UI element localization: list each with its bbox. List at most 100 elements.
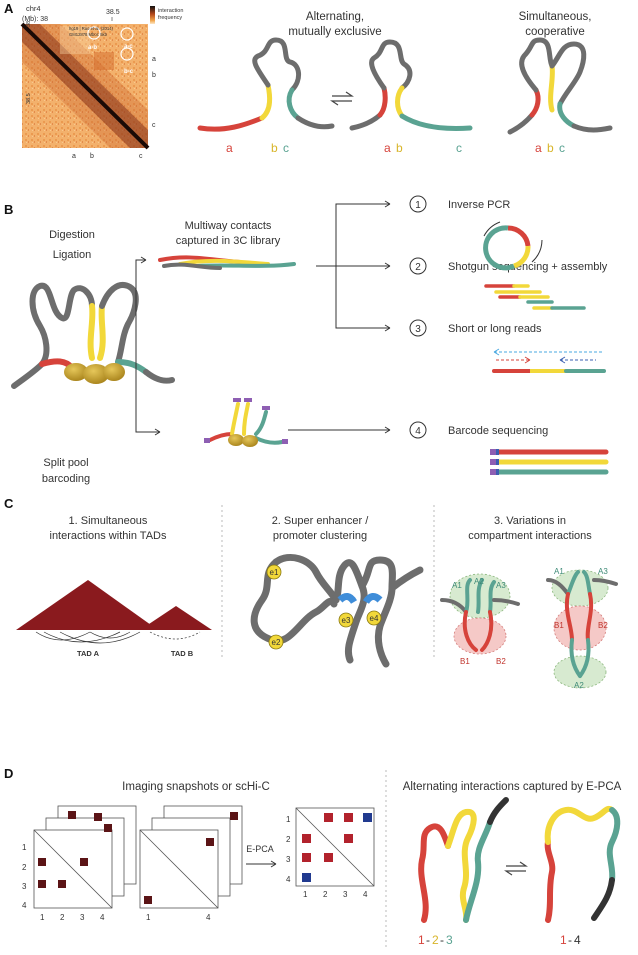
comp1-A1: A1 [452, 581, 462, 590]
strand-label-b-2: b [396, 141, 403, 155]
simultaneous-title-2: cooperative [525, 26, 584, 38]
comp1-B1: B1 [460, 657, 470, 666]
multiway-label-2: captured in 3C library [176, 235, 281, 247]
method-2-label: Shotgun sequencing + assembly [448, 261, 608, 273]
epca-matrix [295, 807, 375, 887]
circle-a-b [87, 26, 101, 40]
epca-label: E-PCA [246, 844, 274, 854]
c3-title-2: compartment interactions [468, 530, 592, 542]
panel-label-d: D [4, 766, 13, 781]
heatmap-right-a: a [152, 56, 156, 63]
tad-a-triangle [16, 580, 158, 630]
d3-xtick-1: 1 [303, 890, 308, 899]
d1-ytick-2: 2 [22, 863, 27, 872]
chromatin-alternating-2 [349, 39, 473, 131]
strand-label-a-2: a [384, 141, 391, 155]
d-right-label-dash: - [568, 933, 572, 947]
chromatin-alternating-1 [197, 37, 335, 132]
tad-a-label: TAD A [77, 649, 100, 658]
enhancer-e2-label: e2 [272, 638, 281, 647]
d3-ytick-4: 4 [286, 875, 291, 884]
circle-b-c [120, 47, 134, 61]
heatmap-label-bc: b-c [124, 69, 134, 75]
alternating-title-2: mutually exclusive [288, 26, 381, 38]
split-pool-complex [204, 398, 288, 447]
comp1-B2: B2 [496, 657, 506, 666]
panel-label-a: A [4, 1, 14, 16]
heatmap-bottom-c: c [139, 153, 143, 160]
d1-xtick-4: 4 [100, 913, 105, 922]
method-4-number: 4 [415, 426, 421, 437]
d1-ytick-1: 1 [22, 843, 27, 852]
matrix-stack-1 [33, 805, 137, 909]
simultaneous-title-1: Simultaneous, [519, 11, 592, 23]
d3-xtick-3: 3 [343, 890, 348, 899]
c3-title-1: 3. Variations in [494, 515, 566, 527]
c1-title-1: 1. Simultaneous [69, 515, 148, 527]
compartment-chromatin-2 [546, 570, 618, 678]
protein-complex [64, 363, 125, 384]
comp2-B1: B1 [554, 621, 564, 630]
d-left-label-2: 2 [432, 933, 439, 947]
comp2-B2: B2 [598, 621, 608, 630]
method-4-label: Barcode sequencing [448, 425, 548, 437]
method-3: 3 Short or long reads [409, 319, 542, 337]
d1-xtick-1: 1 [40, 913, 45, 922]
enhancer-e2: e2 [268, 634, 284, 650]
epca-arrow [246, 860, 277, 868]
tad-b-label: TAD B [171, 649, 194, 658]
chromatin-simultaneous [507, 37, 613, 135]
method-4: 4 Barcode sequencing [409, 421, 548, 439]
heatmap-right-b: b [152, 72, 156, 79]
comp1-A2: A2 [474, 577, 484, 586]
multiway-label-1: Multiway contacts [185, 220, 272, 232]
heatmap-y38: 38 [26, 21, 32, 27]
comp2-A1: A1 [554, 567, 564, 576]
d1-ytick-3: 3 [22, 882, 27, 891]
c2-title-2: promoter clustering [273, 530, 367, 542]
c2-title-1: 2. Super enhancer / [272, 515, 370, 527]
strand-label-c-3: c [559, 141, 565, 155]
equilibrium-arrow [330, 91, 354, 106]
enhancer-markers [337, 593, 383, 604]
tad-arcs [35, 631, 201, 644]
d-left-label-3: 3 [446, 933, 453, 947]
barcode-reads [490, 449, 609, 475]
strand-label-b-3: b [547, 141, 554, 155]
method-3-number: 3 [415, 324, 421, 335]
d-left-label-dash1: - [426, 933, 430, 947]
enhancer-e4: e4 [366, 610, 382, 626]
heatmap-legend-1: interaction [158, 8, 183, 14]
d-left-title: Imaging snapshots or scHi-C [122, 781, 270, 793]
heatmap-label-ab: a-b [88, 45, 97, 51]
method-3-label: Short or long reads [448, 323, 542, 335]
d1-ytick-4: 4 [22, 901, 27, 910]
heatmap-top-tick: 38.5 [106, 9, 120, 16]
d3-ytick-2: 2 [286, 835, 291, 844]
enhancer-e1-label: e1 [270, 568, 279, 577]
comp2-A2: A2 [574, 681, 584, 690]
circle-a-c [120, 27, 134, 41]
heatmap-bottom-b: b [90, 153, 94, 160]
strand-label-a-1: a [226, 141, 233, 155]
chromatin-d-left [418, 797, 509, 923]
comp1-A3: A3 [496, 581, 506, 590]
heatmap-source-1: hg19 | Rao et al. (2014) [69, 26, 114, 31]
ligated-fragments [158, 255, 296, 270]
d1-xtick-3: 3 [80, 913, 85, 922]
method-2: 2 Shotgun sequencing + assembly [409, 257, 608, 275]
d2-xtick-4: 4 [206, 913, 211, 922]
strand-label-c-1: c [283, 141, 289, 155]
equilibrium-arrow-d [504, 861, 528, 876]
c1-title-2: interactions within TADs [50, 530, 167, 542]
strand-label-c-2: c [456, 141, 462, 155]
d-right-label-1: 1 [560, 933, 567, 947]
heatmap-legend-2: frequency [158, 15, 182, 21]
heatmap-color-scale [150, 6, 155, 24]
compartment-chromatin-1 [440, 578, 520, 652]
comp2-A3: A3 [598, 567, 608, 576]
method-1-label: Inverse PCR [448, 199, 510, 211]
d1-xtick-2: 2 [60, 913, 65, 922]
method-2-number: 2 [415, 262, 421, 273]
